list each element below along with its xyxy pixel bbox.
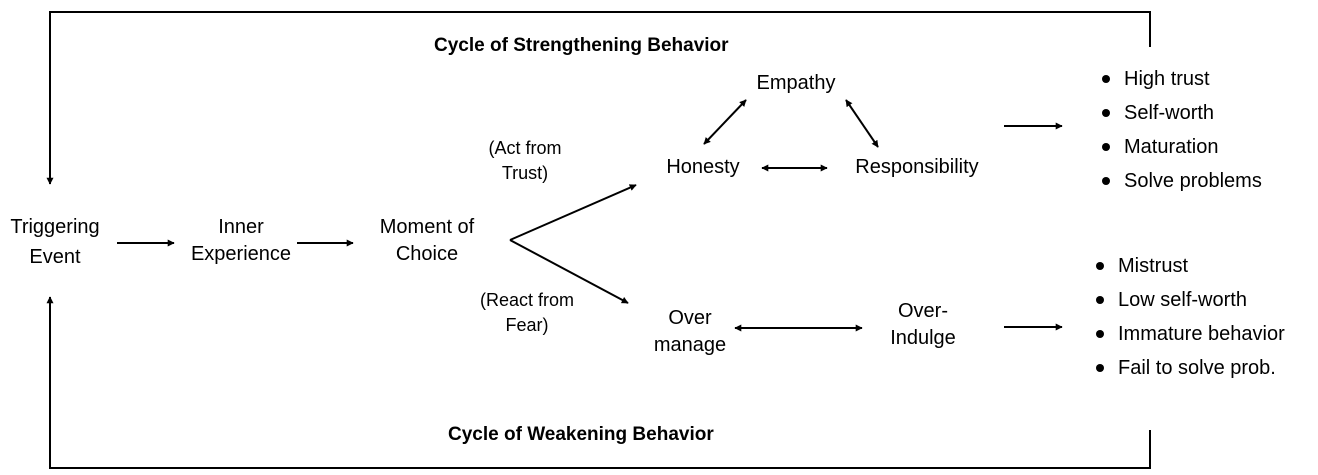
node-over-indulge-line1: Over- [898, 300, 948, 322]
node-empathy: Empathy [756, 72, 836, 94]
node-inner-experience-line2: Experience [190, 243, 292, 265]
label-react-from-fear: (React from Fear) [466, 288, 588, 338]
strengthening-loop-line [46, 11, 1151, 185]
node-honesty: Honesty [666, 156, 740, 178]
node-inner-experience-line1: Inner [218, 216, 264, 238]
strengthening-title: Cycle of Strengthening Behavior [434, 35, 729, 56]
node-over-indulge-line2: Indulge [890, 327, 956, 349]
node-over-indulge: Over- Indulge [868, 298, 978, 352]
positive-outcome-item: Self-worth [1100, 96, 1262, 130]
label-act-from-trust-line1: (Act from [488, 138, 562, 158]
node-triggering-event-line1: Triggering [10, 216, 100, 238]
negative-outcome-item: Mistrust [1094, 249, 1285, 283]
positive-outcome-item: High trust [1100, 62, 1262, 96]
arrow-empathy-responsibility [845, 99, 879, 148]
negative-outcome-item: Immature behavior [1094, 317, 1285, 351]
label-act-from-trust-line2: Trust) [501, 163, 549, 183]
negative-outcome-item: Low self-worth [1094, 283, 1285, 317]
node-moment-of-choice-line1: Moment of [379, 216, 475, 238]
arrow-honesty-empathy [703, 99, 747, 145]
node-moment-of-choice: Moment of Choice [362, 214, 492, 268]
label-act-from-trust: (Act from Trust) [470, 136, 580, 186]
positive-outcomes-list: High trust Self-worth Maturation Solve p… [1100, 62, 1262, 198]
node-inner-experience: Inner Experience [180, 214, 302, 268]
weakening-loop-line [46, 296, 1151, 469]
node-triggering-event-line2: Event [29, 246, 81, 268]
label-react-from-fear-line1: (React from [479, 290, 575, 310]
negative-outcomes-list: Mistrust Low self-worth Immature behavio… [1094, 249, 1285, 385]
positive-outcome-item: Solve problems [1100, 164, 1262, 198]
node-over-manage-line2: manage [653, 334, 727, 356]
label-react-from-fear-line2: Fear) [505, 315, 549, 335]
node-moment-of-choice-line2: Choice [395, 243, 459, 265]
node-responsibility: Responsibility [855, 156, 979, 178]
node-triggering-event: Triggering Event [0, 214, 110, 271]
arrow-choice-to-fear [509, 239, 629, 304]
node-over-manage-line1: Over [668, 307, 712, 329]
node-over-manage: Over manage [640, 305, 740, 359]
weakening-title: Cycle of Weakening Behavior [448, 424, 714, 445]
negative-outcome-item: Fail to solve prob. [1094, 351, 1285, 385]
arrow-choice-to-trust [509, 184, 637, 241]
positive-outcome-item: Maturation [1100, 130, 1262, 164]
